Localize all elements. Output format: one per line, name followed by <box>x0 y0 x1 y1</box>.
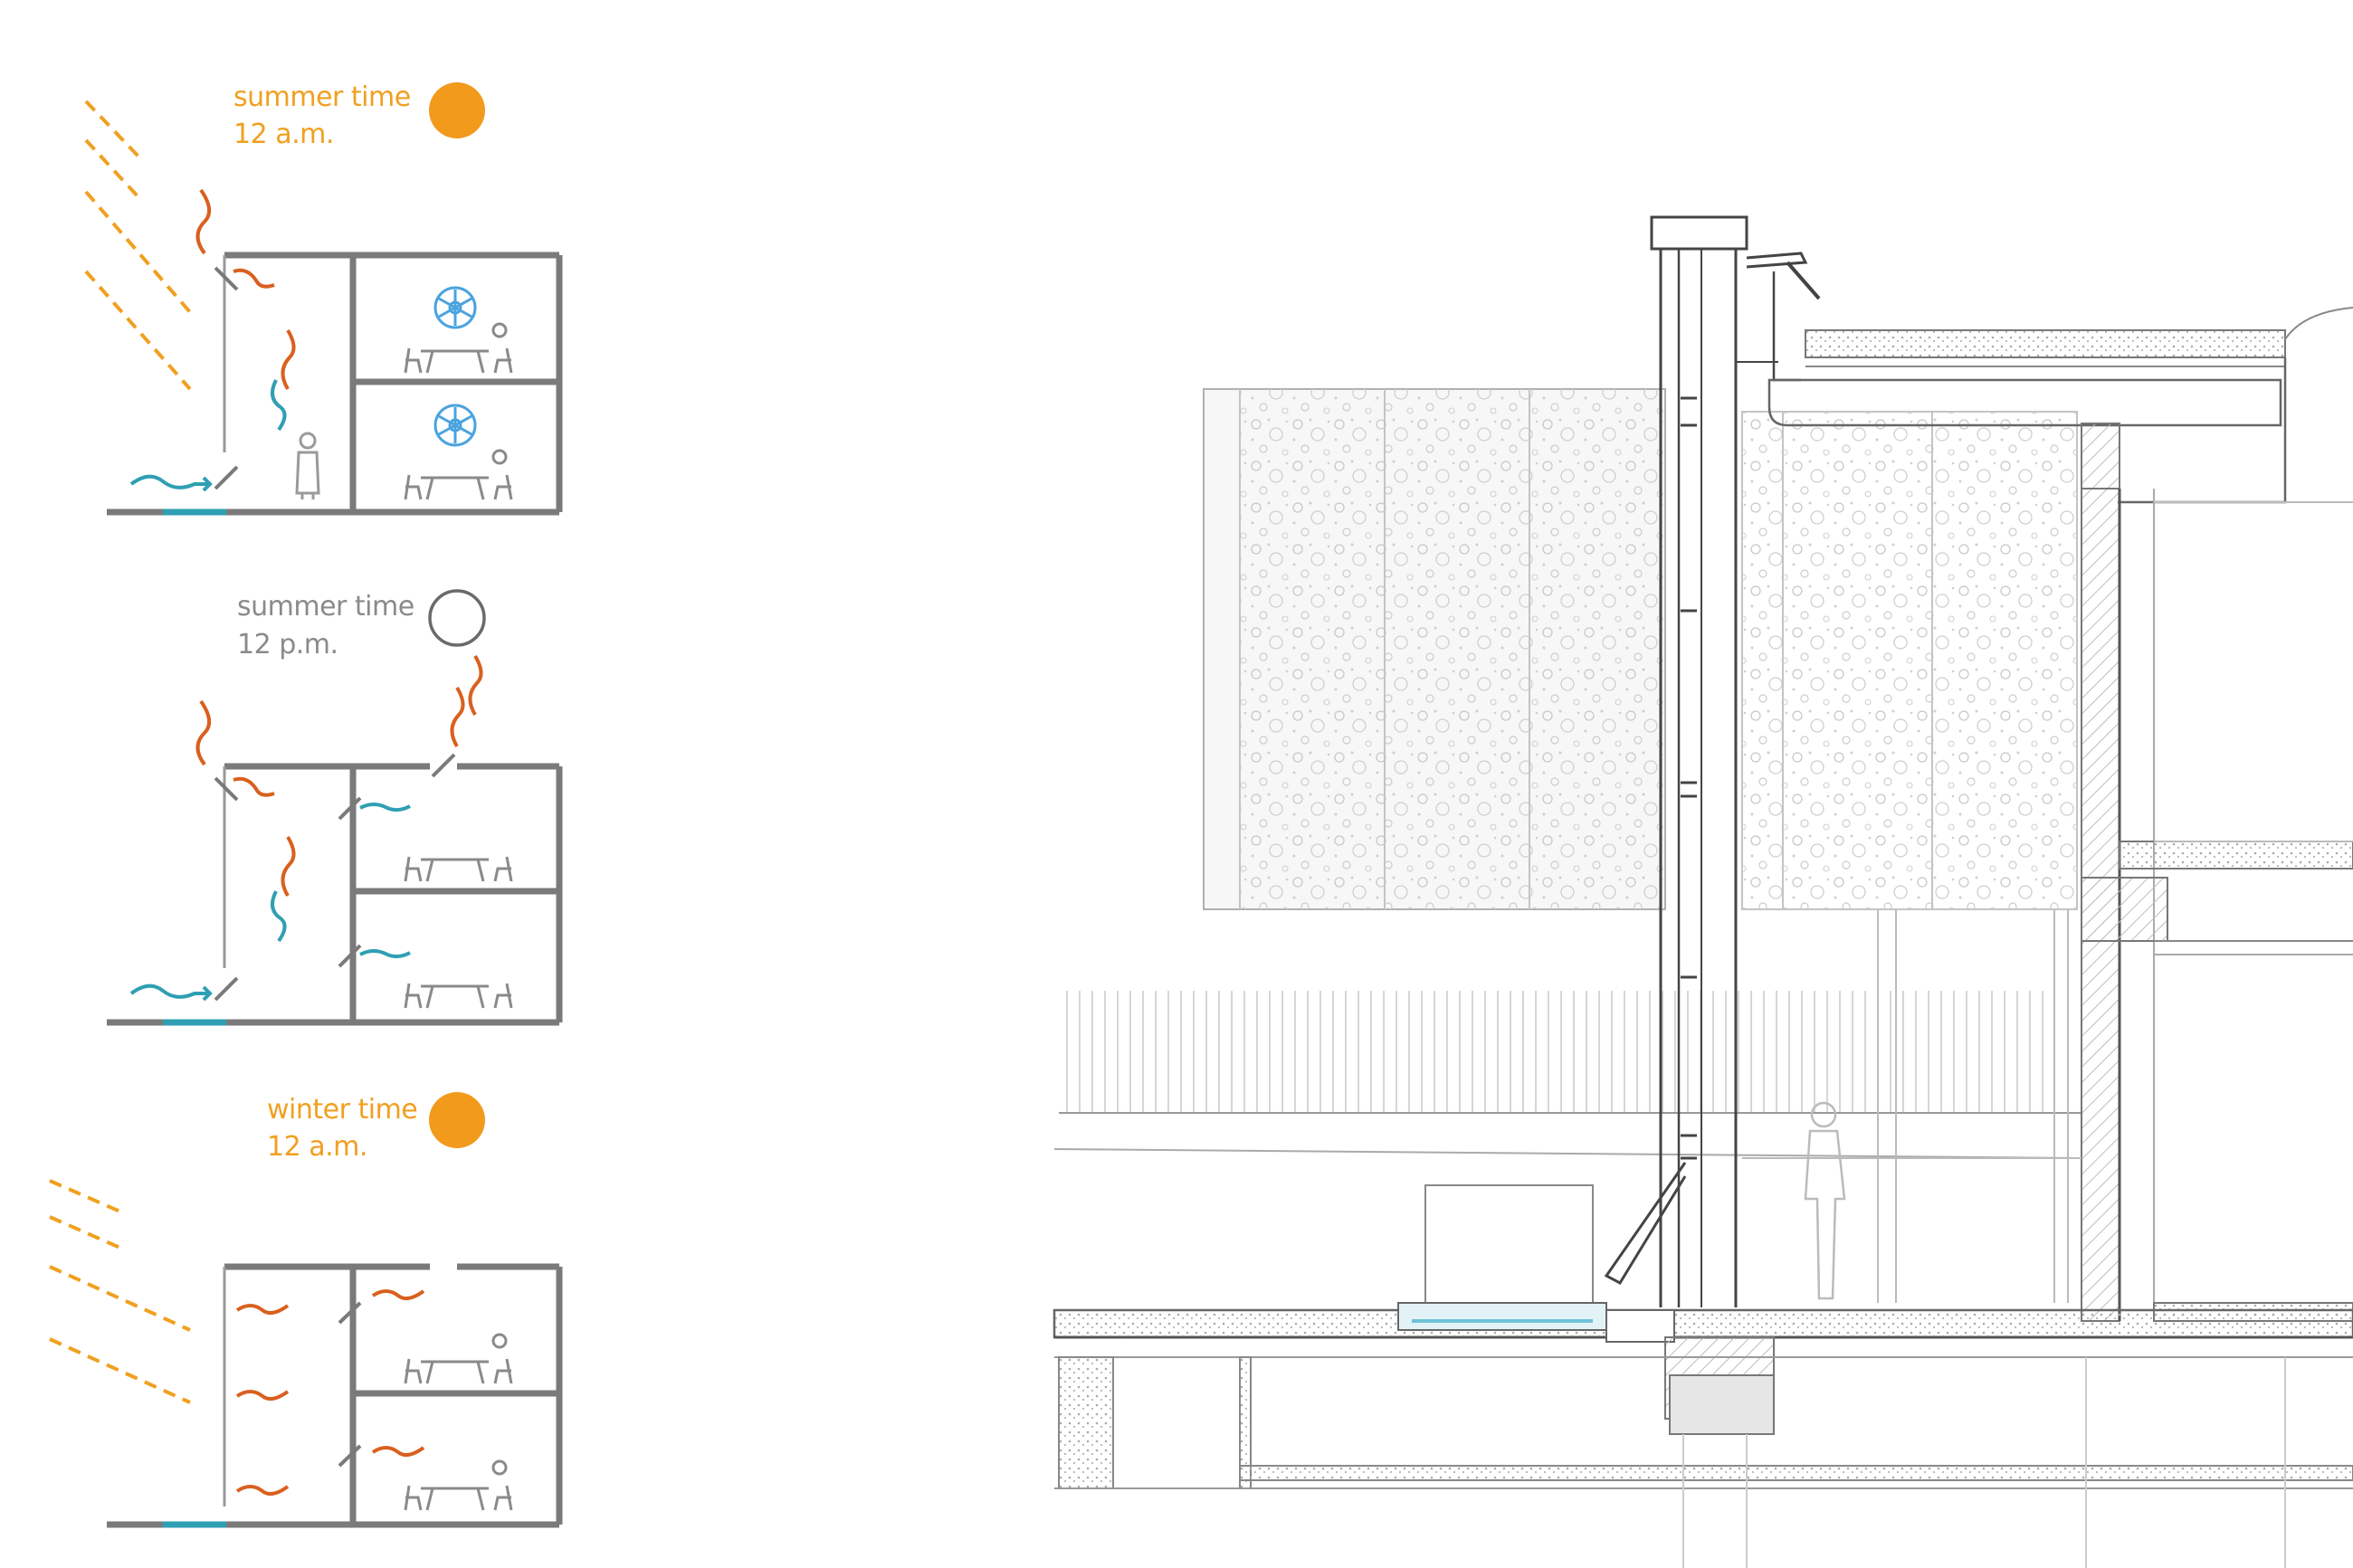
table-chairs <box>404 322 513 500</box>
glazing-lines <box>1742 909 2082 1303</box>
cool-air-flow <box>129 803 411 1002</box>
time-label: 12 p.m. <box>237 629 338 660</box>
person-icon <box>295 432 320 499</box>
scenario-summer-noon: summer time 12 a.m. <box>84 81 563 516</box>
warm-air-flow <box>195 188 296 391</box>
table-chairs <box>404 1333 513 1511</box>
interior-outline <box>2154 501 2353 842</box>
sun-icon <box>429 82 485 138</box>
fan-icon <box>433 404 477 447</box>
season-label: winter time <box>267 1094 417 1126</box>
season-label: summer time <box>237 591 414 622</box>
scenario-winter-noon: winter time 12 a.m. <box>49 1092 563 1528</box>
warm-air-flow <box>235 1289 425 1497</box>
green-roof <box>1767 307 2353 504</box>
concrete-structure <box>2081 423 2353 1322</box>
solar-chimney <box>1650 215 1821 1307</box>
sun-icon <box>429 1092 485 1148</box>
scenario-summer-night: summer time 12 p.m. <box>107 589 563 1026</box>
sun-rays <box>49 1179 191 1404</box>
time-label: 12 a.m. <box>233 119 334 150</box>
building-section <box>107 763 563 1026</box>
fan-icon <box>433 286 477 329</box>
building-cross-section <box>1053 215 2353 1568</box>
vertical-louvers <box>1059 991 2045 1113</box>
cool-air-flow <box>129 379 287 492</box>
time-label: 12 a.m. <box>267 1131 367 1163</box>
perforated-screen <box>1203 388 2078 910</box>
building-section <box>107 252 563 516</box>
moon-icon <box>428 589 486 647</box>
warm-air-flow <box>195 654 483 898</box>
planter-box <box>1424 1184 1594 1306</box>
person-icon <box>1804 1101 1846 1300</box>
table-chairs <box>404 856 513 1009</box>
season-label: summer time <box>233 81 411 113</box>
sun-rays <box>84 100 192 391</box>
ground-slab <box>1053 1302 2353 1568</box>
bottom-vent <box>1604 1162 1687 1285</box>
